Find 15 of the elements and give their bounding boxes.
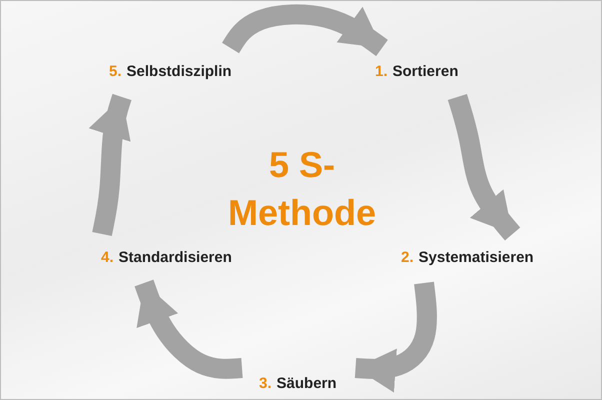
step-number: 4. (101, 249, 114, 266)
step-number: 2. (401, 249, 414, 266)
step-label: Selbstdisziplin (126, 63, 232, 80)
step-label: Sortieren (392, 63, 458, 80)
curved-arrow (134, 280, 246, 379)
step-label: Systematisieren (418, 249, 534, 266)
step-number: 5. (109, 63, 122, 80)
title-text: 5 S- Methode (227, 141, 377, 237)
curved-arrow (448, 94, 520, 240)
curved-arrow (88, 92, 132, 237)
step-label: Standardisieren (118, 249, 232, 266)
step-label: Säubern (276, 375, 337, 392)
curved-arrow (353, 282, 437, 393)
step-number: 1. (375, 63, 388, 80)
step-number: 3. (259, 375, 272, 392)
